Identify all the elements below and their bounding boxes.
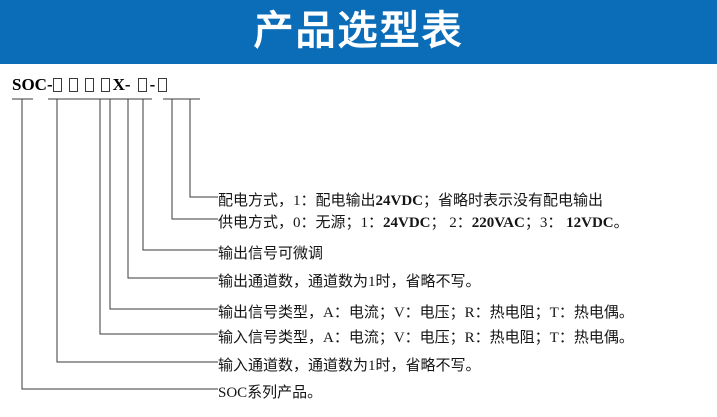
callout-label-input-signal-type: 输入信号类型，A：电流；V：电压；R：热电阻；T：热电偶。 <box>218 330 634 346</box>
code-box-6 <box>158 78 168 93</box>
code-box-3 <box>84 78 94 93</box>
leader-path-soc-series <box>21 99 218 390</box>
callout-label-output-trim: 输出信号可微调 <box>218 246 324 262</box>
callout-text-output-signal-type: 输出信号类型，A：电流；V：电压；R：热电阻；T：热电偶。 <box>218 301 634 322</box>
header-banner: 产品选型表 <box>0 0 717 64</box>
callout-text-output-channels: 输出通道数，通道数为1时，省略不写。 <box>218 270 481 291</box>
code-box-4 <box>100 78 110 93</box>
leader-path-input-signal-type <box>99 99 218 335</box>
page-title: 产品选型表 <box>253 9 464 53</box>
callout-label-power-supply: 供电方式，0：无源；1：24VDC； 2：220VAC；3： 12VDC。 <box>218 215 629 231</box>
callout-label-input-channels: 输入通道数，通道数为1时，省略不写。 <box>218 358 481 374</box>
callout-label-soc-series: SOC系列产品。 <box>218 385 323 401</box>
callout-text-input-channels: 输入通道数，通道数为1时，省略不写。 <box>218 354 481 375</box>
code-box-1 <box>52 78 62 93</box>
leader-path-power-supply <box>171 99 218 220</box>
callout-text-power-supply: 供电方式，0：无源；1：24VDC； 2：220VAC；3： 12VDC。 <box>218 211 629 232</box>
product-code-pattern: SOC- X-- <box>12 74 168 96</box>
leader-path-output-trim <box>142 99 218 251</box>
leader-path-input-channels <box>56 99 218 363</box>
product-code-prefix: SOC- <box>12 75 53 95</box>
leader-path-output-channels <box>127 99 218 279</box>
callout-text-soc-series: SOC系列产品。 <box>218 381 322 402</box>
product-code-x-letter: X- <box>112 75 131 95</box>
callout-text-input-signal-type: 输入信号类型，A：电流；V：电压；R：热电阻；T：热电偶。 <box>218 326 634 347</box>
callout-label-output-channels: 输出通道数，通道数为1时，省略不写。 <box>218 274 481 290</box>
callout-label-power-distribution: 配电方式，1：配电输出24VDC；省略时表示没有配电输出 <box>218 193 604 209</box>
leader-path-power-distribution <box>189 99 218 198</box>
code-box-2 <box>68 78 78 93</box>
code-box-5 <box>137 78 147 93</box>
product-code-separator: - <box>149 75 156 95</box>
callout-label-output-signal-type: 输出信号类型，A：电流；V：电压；R：热电阻；T：热电偶。 <box>218 305 634 321</box>
callout-text-output-trim: 输出信号可微调 <box>218 242 323 263</box>
callout-text-power-distribution: 配电方式，1：配电输出24VDC；省略时表示没有配电输出 <box>218 189 603 210</box>
leader-path-output-signal-type <box>109 99 218 310</box>
